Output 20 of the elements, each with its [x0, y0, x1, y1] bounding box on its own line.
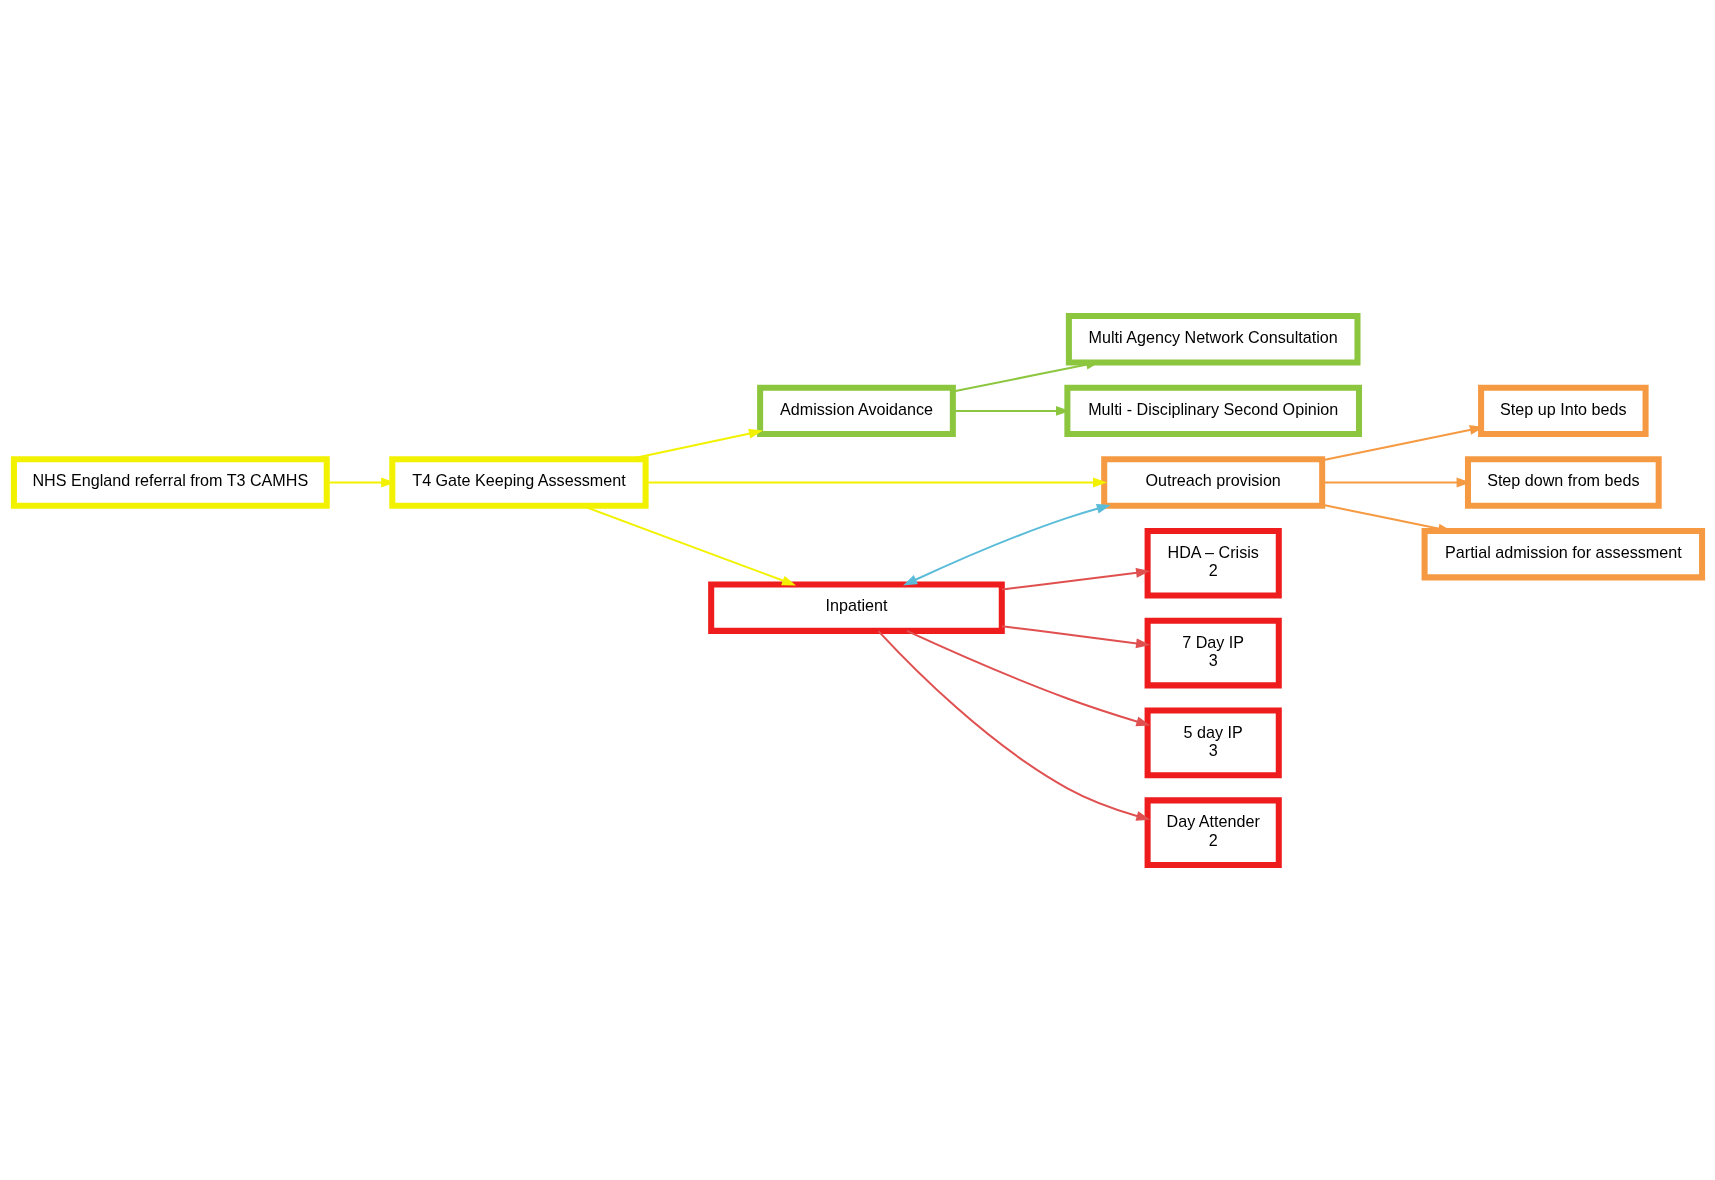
node-box: NHS England referral from T3 CAMHS [10, 455, 330, 509]
node-box: T4 Gate Keeping Assessment [388, 455, 649, 509]
arrow [1001, 624, 1150, 648]
node-box: Step up Into beds [1477, 384, 1649, 437]
node-box: Inpatient [707, 580, 1005, 634]
arrow [877, 629, 1150, 821]
arrow [1001, 567, 1150, 591]
node-box: 5 day IP 3 [1144, 707, 1282, 778]
arrow [902, 503, 1111, 586]
node-box: Partial admission for assessment [1421, 527, 1705, 580]
node-box: Step down from beds [1464, 455, 1662, 509]
node-box: 7 Day IP 3 [1144, 617, 1282, 688]
node-box: Multi - Disciplinary Second Opinion [1063, 384, 1362, 437]
node-box: HDA – Crisis 2 [1144, 527, 1282, 599]
arrow [906, 629, 1150, 726]
node-box: Day Attender 2 [1144, 796, 1282, 868]
arrow [645, 477, 1107, 487]
node-box: Admission Avoidance [756, 384, 956, 437]
node-box: Outreach provision [1100, 455, 1325, 509]
node-box: Multi Agency Network Consultation [1065, 312, 1360, 365]
